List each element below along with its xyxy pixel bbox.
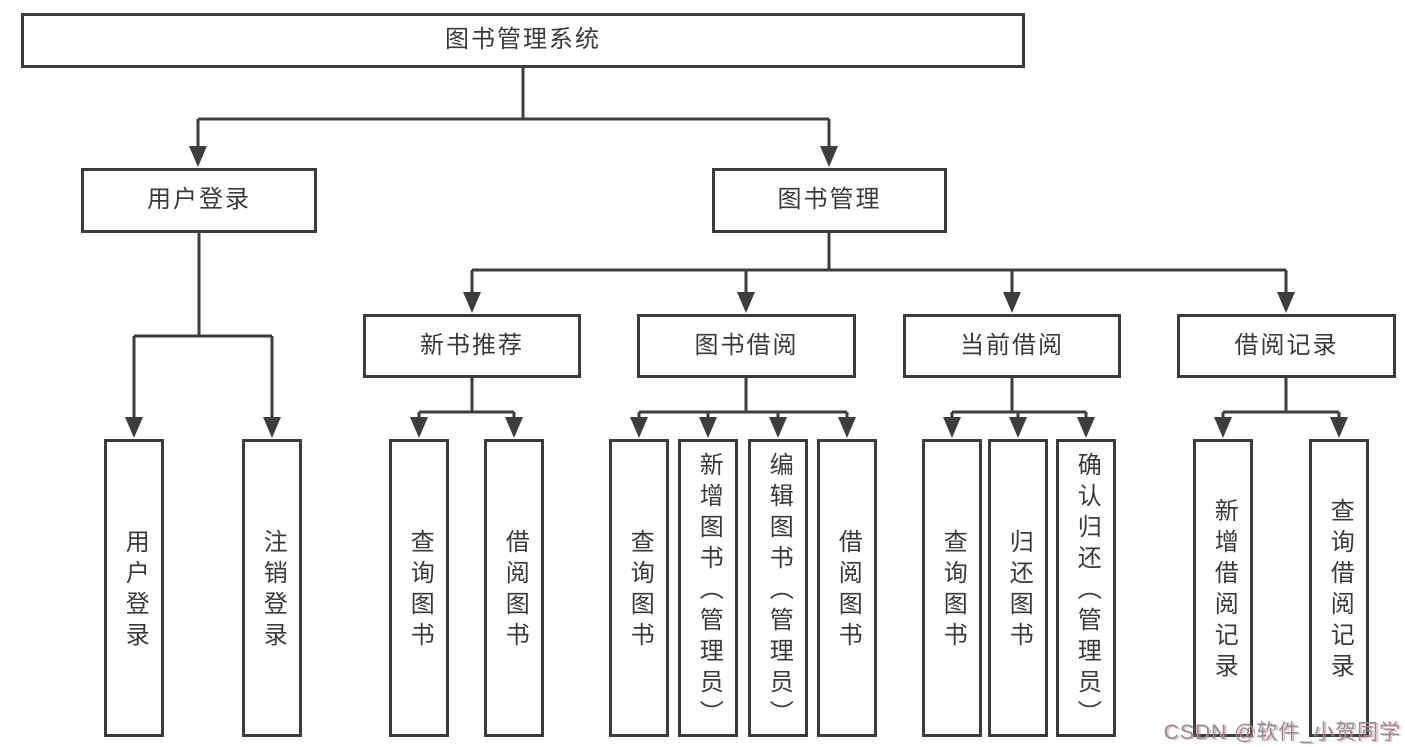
node-borrowing-records: 借阅记录	[1177, 314, 1396, 378]
leaf-user-login: 用户登录	[104, 439, 164, 737]
leaf-return-book: 归还图书	[988, 439, 1048, 737]
connector-edges	[132, 68, 1341, 420]
node-book-management: 图书管理	[712, 168, 947, 233]
arrowheads	[125, 146, 1348, 438]
leaf-edit-book-admin: 编辑图书（管理员）	[748, 439, 808, 737]
node-user-login: 用户登录	[81, 168, 317, 233]
leaf-query-book-borrowing: 查询图书	[609, 439, 669, 737]
leaf-add-book-admin: 新增图书（管理员）	[678, 439, 738, 737]
node-new-book-recommend: 新书推荐	[363, 314, 581, 378]
leaf-logout: 注销登录	[242, 439, 302, 737]
node-book-borrowing: 图书借阅	[637, 314, 856, 378]
leaf-query-book-current: 查询图书	[922, 439, 982, 737]
csdn-watermark: CSDN @软件_小贺同学	[1163, 721, 1401, 744]
node-current-borrowing: 当前借阅	[903, 314, 1121, 378]
node-library-management-system: 图书管理系统	[21, 13, 1025, 68]
leaf-borrow-book: 借阅图书	[817, 439, 877, 737]
leaf-confirm-return-admin: 确认归还（管理员）	[1056, 439, 1116, 737]
leaf-query-book-recommend: 查询图书	[389, 439, 449, 737]
leaf-query-borrow-record: 查询借阅记录	[1309, 439, 1369, 737]
leaf-borrow-book-recommend: 借阅图书	[484, 439, 544, 737]
leaf-add-borrow-record: 新增借阅记录	[1193, 439, 1253, 737]
